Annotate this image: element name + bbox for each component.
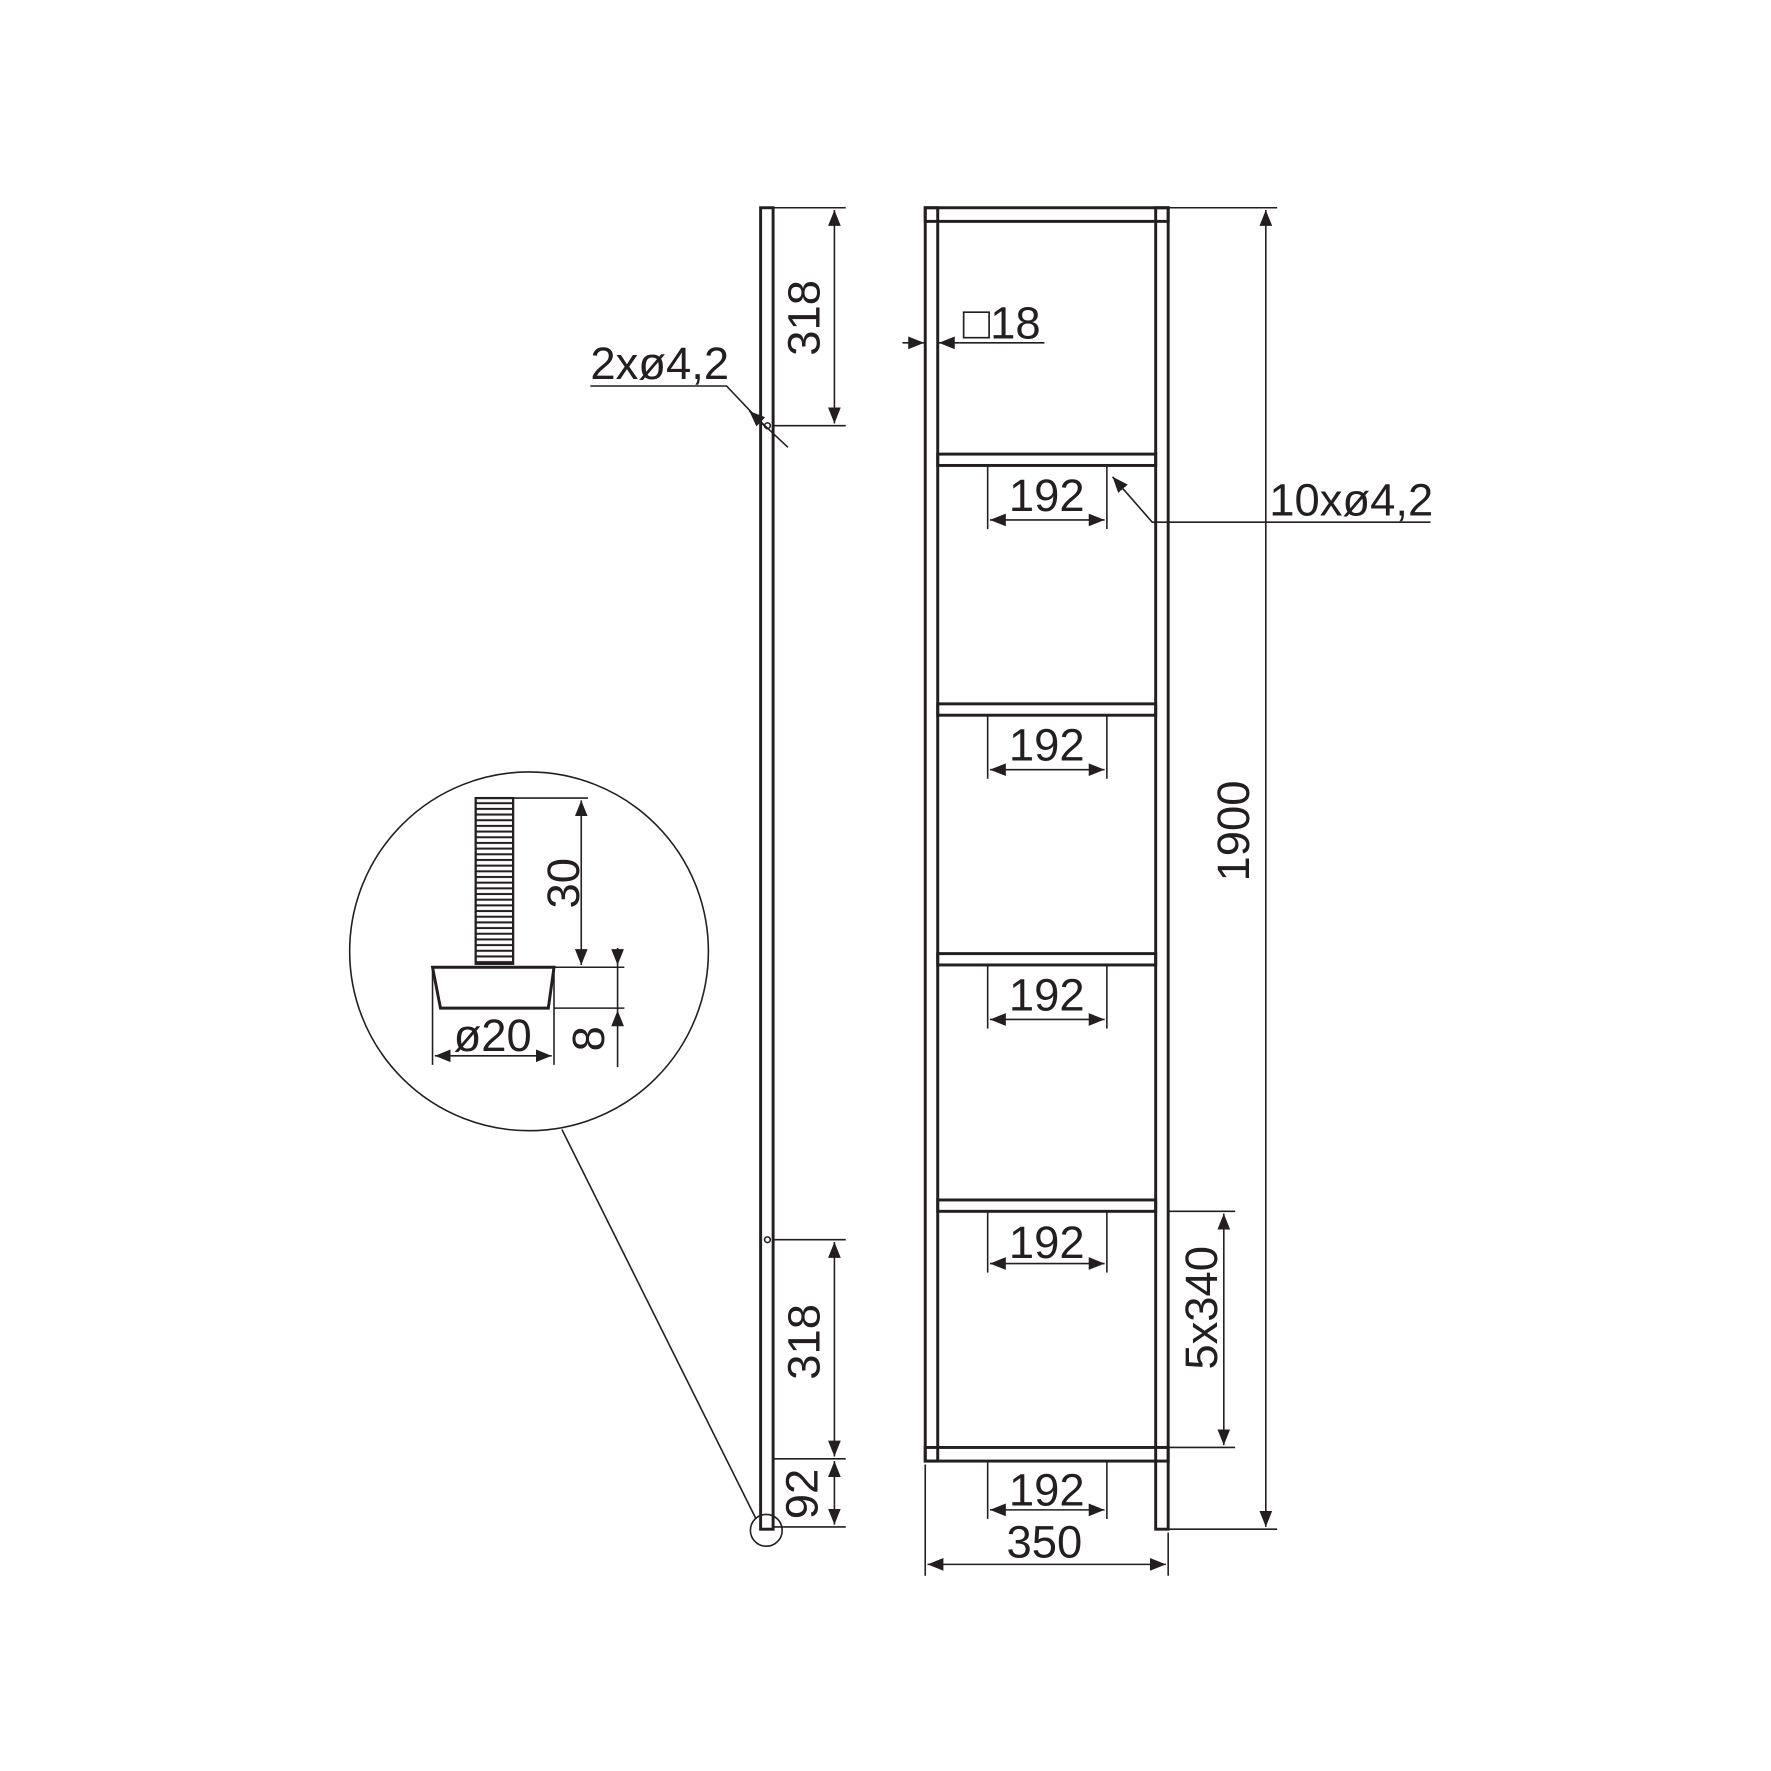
hole-bottom [763,1236,772,1244]
dim-192-5: 192 [986,1461,1108,1519]
dim-350: 350 [1007,1517,1083,1568]
front-view: 192 192 192 192 192 □18 10xø4,2 [902,206,1433,1576]
svg-text:192: 192 [1009,720,1085,771]
dim-192-2: 192 [986,715,1108,779]
side-view: 318 318 92 2xø4,2 [561,206,846,1548]
svg-text:192: 192 [1009,1217,1085,1268]
shelf-rail [936,952,1158,967]
left-post [923,206,940,1463]
detail-circle [348,771,710,1132]
svg-text:192: 192 [1009,969,1085,1020]
dim-192-4: 192 [986,1211,1108,1273]
dim-30: 30 [538,858,589,909]
dim-1900: 1900 [1208,780,1259,881]
dim-318-bottom: 318 [779,1304,830,1380]
threaded-bolt [474,796,515,965]
top-rail [923,206,1170,223]
dim-192-1: 192 [986,465,1108,530]
dim-192-3: 192 [986,964,1108,1029]
detail-marker-circle [749,1513,783,1548]
holes-label-front: 10xø4,2 [1269,474,1433,525]
foot-pad [430,965,556,1010]
shelf-rail [936,702,1158,717]
right-post [1154,206,1170,1531]
dim-diameter-20: ø20 [454,1010,532,1061]
dim-5x340: 5x340 [1176,1246,1227,1370]
svg-text:192: 192 [1009,470,1085,521]
shelf-rail [936,452,1158,467]
dim-8: 8 [563,1026,614,1051]
side-post [759,206,775,1531]
svg-text:192: 192 [1009,1464,1085,1515]
dim-318-top: 318 [779,280,830,356]
detail-leader [561,1129,757,1520]
dim-92: 92 [776,1469,827,1520]
shelf-rail [936,1198,1158,1213]
holes-leader-front [1111,476,1431,524]
bottom-rail [923,1445,1170,1463]
profile-label: □18 [963,297,1041,348]
foot-detail: 30 8 ø20 [348,771,710,1132]
holes-label-side: 2xø4,2 [590,338,729,389]
holes-leader [590,385,769,430]
